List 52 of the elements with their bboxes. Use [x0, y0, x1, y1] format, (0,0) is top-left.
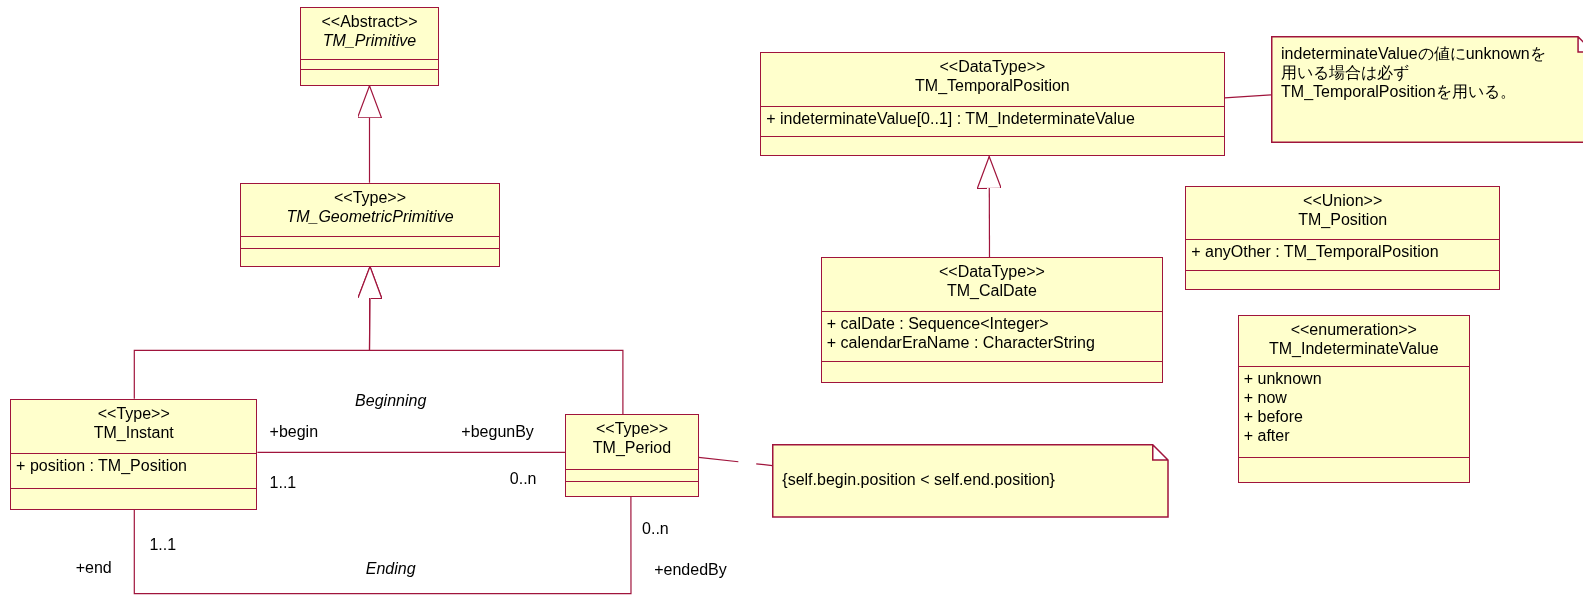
- stereotype-label: <<Type>>: [595, 418, 668, 438]
- note-text: indeterminateValueの値にunknownを用いる場合は必ずTM_TemporalPositionを用いる。: [1281, 44, 1547, 102]
- class-name: TM_Instant: [93, 422, 174, 442]
- class-box: [240, 182, 500, 267]
- attribute-text: + unknown: [1243, 369, 1323, 389]
- stereotype-label: <<Type>>: [333, 187, 406, 207]
- class-box: [10, 398, 258, 510]
- multiplicity-label: 1..1: [149, 535, 177, 555]
- attribute-text: + anyOther : TM_TemporalPosition: [1191, 242, 1440, 262]
- note-link: [698, 456, 773, 467]
- note-box: [772, 444, 1170, 518]
- class-name: TM_Period: [592, 437, 672, 457]
- generalization-arrow: [356, 85, 383, 184]
- role-label: +endedBy: [654, 560, 727, 580]
- multiplicity-label: 0..n: [509, 469, 537, 489]
- class-box: [760, 52, 1225, 157]
- generalization-arrow: [976, 155, 1002, 258]
- class-name: TM_Primitive: [322, 31, 417, 51]
- class-name: TM_CalDate: [946, 281, 1037, 301]
- attribute-text: + indeterminateValue[0..1] : TM_IndeterminateValue: [766, 108, 1136, 128]
- attribute-text: + calDate : Sequence<Integer>: [826, 313, 1050, 333]
- role-label: +end: [75, 558, 112, 578]
- class-box: [299, 7, 440, 86]
- attribute-text: + after: [1243, 426, 1291, 446]
- note-link: [1224, 94, 1272, 99]
- stereotype-label: <<DataType>>: [938, 262, 1045, 282]
- class-name: TM_TemporalPosition: [915, 76, 1070, 96]
- attribute-text: + now: [1243, 388, 1288, 408]
- class-box: [565, 413, 699, 497]
- class-name: TM_Position: [1298, 209, 1388, 229]
- role-label: +begunBy: [461, 422, 534, 441]
- association-line: [256, 451, 566, 453]
- attribute-text: + before: [1243, 407, 1304, 427]
- attribute-text: + calendarEraName : CharacterString: [826, 332, 1096, 352]
- stereotype-label: <<Union>>: [1303, 190, 1383, 210]
- class-box: [1237, 315, 1470, 483]
- note-box: [1271, 36, 1583, 144]
- class-box: [820, 257, 1163, 383]
- stereotype-label: <<DataType>>: [939, 57, 1046, 77]
- stereotype-label: <<enumeration>>: [1290, 320, 1417, 339]
- generalization-arrow: [357, 265, 624, 415]
- attribute-text: + position : TM_Position: [16, 456, 188, 476]
- association-line: [133, 496, 632, 595]
- class-box: [1185, 185, 1501, 290]
- stereotype-label: <<Abstract>>: [321, 12, 418, 32]
- class-name: TM_GeometricPrimitive: [286, 206, 454, 226]
- stereotype-label: <<Type>>: [97, 403, 170, 423]
- multiplicity-label: 0..n: [642, 518, 669, 538]
- class-name: TM_IndeterminateValue: [1269, 339, 1439, 358]
- multiplicity-label: 1..1: [269, 473, 297, 493]
- note-text: {self.begin.position < self.end.position}: [782, 470, 1056, 490]
- role-label: +begin: [269, 422, 319, 441]
